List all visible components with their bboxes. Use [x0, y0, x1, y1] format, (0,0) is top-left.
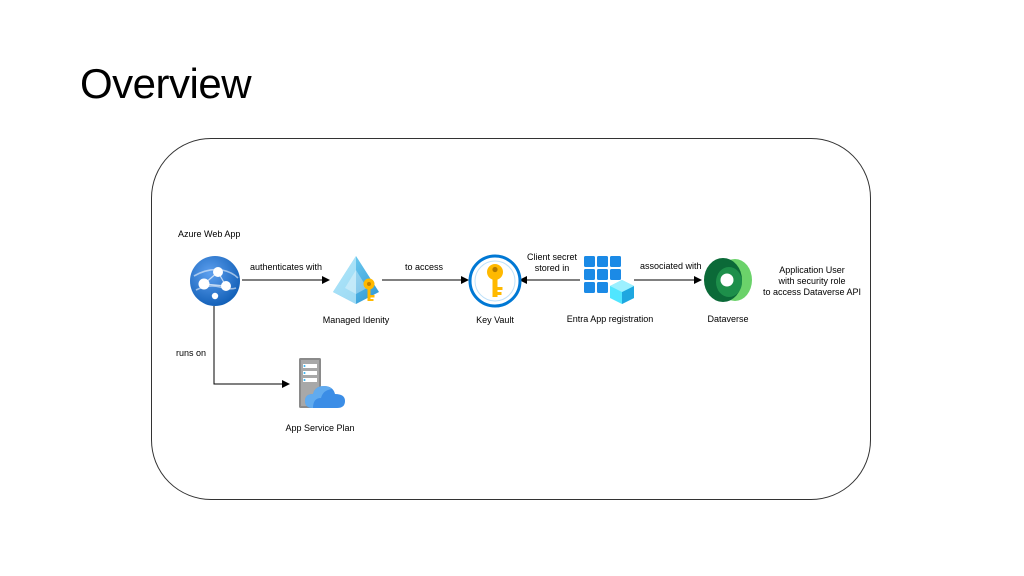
- annotation-line2: with security role: [778, 276, 846, 286]
- label-client-secret-line2: stored in: [534, 263, 570, 273]
- label-dataverse: Dataverse: [707, 314, 749, 324]
- edge-webapp-to-appserviceplan: [213, 306, 290, 388]
- label-managed-identity: Managed Idenity: [322, 315, 390, 325]
- key-vault-icon: [468, 254, 522, 308]
- label-client-secret-line1: Client secret: [526, 252, 578, 262]
- app-service-plan-icon: [299, 358, 345, 408]
- managed-identity-icon: [333, 256, 379, 304]
- slide-title: Overview: [80, 60, 252, 107]
- annotation-line1: Application User: [779, 265, 845, 275]
- label-app-service-plan: App Service Plan: [285, 423, 355, 433]
- label-key-vault: Key Vault: [476, 315, 514, 325]
- annotation-application-user: Application User with security role to a…: [756, 265, 868, 298]
- web-app-icon: [190, 256, 240, 306]
- label-web-app: Azure Web App: [178, 229, 241, 239]
- label-to-access: to access: [405, 262, 444, 272]
- annotation-line3: to access Dataverse API: [762, 287, 862, 297]
- label-entra-app: Entra App registration: [566, 314, 654, 324]
- label-runs-on: runs on: [176, 348, 207, 358]
- label-client-secret: Client secret stored in: [520, 252, 584, 274]
- diagram-frame: [151, 138, 871, 500]
- dataverse-icon: [704, 258, 752, 302]
- label-associated-with: associated with: [640, 261, 702, 271]
- app-registration-icon: [584, 256, 634, 304]
- label-authenticates-with: authenticates with: [250, 262, 323, 272]
